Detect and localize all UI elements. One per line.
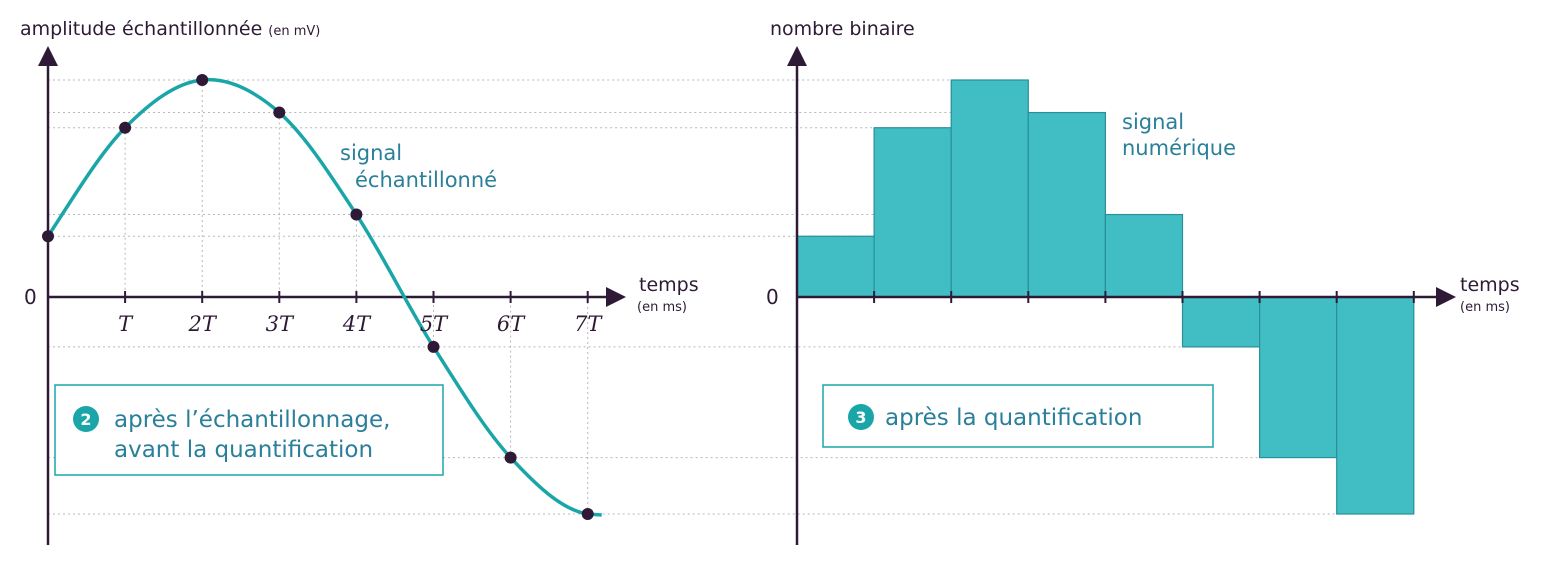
x-tick-label-5: 5T xyxy=(420,312,449,336)
left-y-axis-title: amplitude échantillonnée(en mV) xyxy=(20,18,320,40)
quantized-bar-2 xyxy=(950,79,1029,298)
caption-box-after-sampling: 2 après l’échantillonnage, avant la quan… xyxy=(54,384,444,476)
caption-after-quantization: après la quantification xyxy=(885,405,1142,431)
left-x-arrowhead xyxy=(606,287,626,307)
step-badge-3 xyxy=(848,404,874,430)
x-tick-label-2: 2T xyxy=(188,312,218,336)
sample-point-1 xyxy=(119,121,132,134)
step-badge-2 xyxy=(73,406,99,432)
digital-signal-label-line2: numérique xyxy=(1122,136,1236,160)
quantized-bar-6 xyxy=(1258,296,1338,459)
quantized-bar-0 xyxy=(796,235,875,298)
quantized-bar-5 xyxy=(1181,296,1261,348)
sample-point-0 xyxy=(42,230,54,243)
x-tick-label-4: 4T xyxy=(342,312,372,336)
right-axes xyxy=(787,46,1456,545)
x-tick-label-7: 7T xyxy=(574,312,603,336)
quantized-bar-4 xyxy=(1104,213,1184,298)
right-x-arrowhead xyxy=(1436,287,1456,307)
x-tick-label-6: 6T xyxy=(497,312,526,336)
sample-point-3 xyxy=(273,106,286,119)
sample-points xyxy=(42,74,594,520)
sampled-signal-label-line1: signal xyxy=(340,141,402,165)
quantized-bar-3 xyxy=(1027,111,1107,298)
quantized-bar-7 xyxy=(1336,296,1415,515)
left-axes xyxy=(38,46,626,545)
right-y-axis-title: nombre binaire xyxy=(770,18,915,40)
right-x-axis-unit: (en ms) xyxy=(1460,300,1510,315)
sampled-signal-label-line2: échantillonné xyxy=(355,168,497,192)
caption-after-sampling-line1: après l’échantillonnage, xyxy=(114,407,390,433)
left-x-axis-title: temps xyxy=(639,274,699,296)
sampled-signal-curve xyxy=(46,77,602,517)
left-origin-label: 0 xyxy=(24,285,37,309)
caption-box-after-quantization: 3 après la quantification xyxy=(822,384,1214,448)
sample-point-6 xyxy=(504,451,517,464)
digital-signal-label-line1: signal xyxy=(1122,110,1184,134)
sample-point-5 xyxy=(427,340,440,353)
step-badge-3-number: 3 xyxy=(855,408,866,427)
sample-point-7 xyxy=(581,508,594,520)
step-badge-2-number: 2 xyxy=(80,410,91,429)
quantized-bar-1 xyxy=(873,127,952,298)
right-origin-label: 0 xyxy=(766,285,779,309)
sample-point-4 xyxy=(350,208,363,221)
caption-after-sampling-line2: avant la quantification xyxy=(114,437,373,463)
sample-point-2 xyxy=(196,74,209,86)
x-tick-marks xyxy=(124,291,1415,303)
x-tick-label-3: 3T xyxy=(266,312,295,336)
left-y-arrowhead xyxy=(38,46,58,66)
left-x-axis-unit: (en ms) xyxy=(637,300,687,315)
x-tick-label-1: T xyxy=(118,312,134,336)
right-y-arrowhead xyxy=(787,46,807,66)
caption-box-border xyxy=(54,384,444,476)
right-x-axis-title: temps xyxy=(1460,274,1520,296)
x-tick-labels: T 2T 3T 4T 5T 6T 7T xyxy=(118,312,603,336)
caption-box-border-right xyxy=(822,384,1214,448)
